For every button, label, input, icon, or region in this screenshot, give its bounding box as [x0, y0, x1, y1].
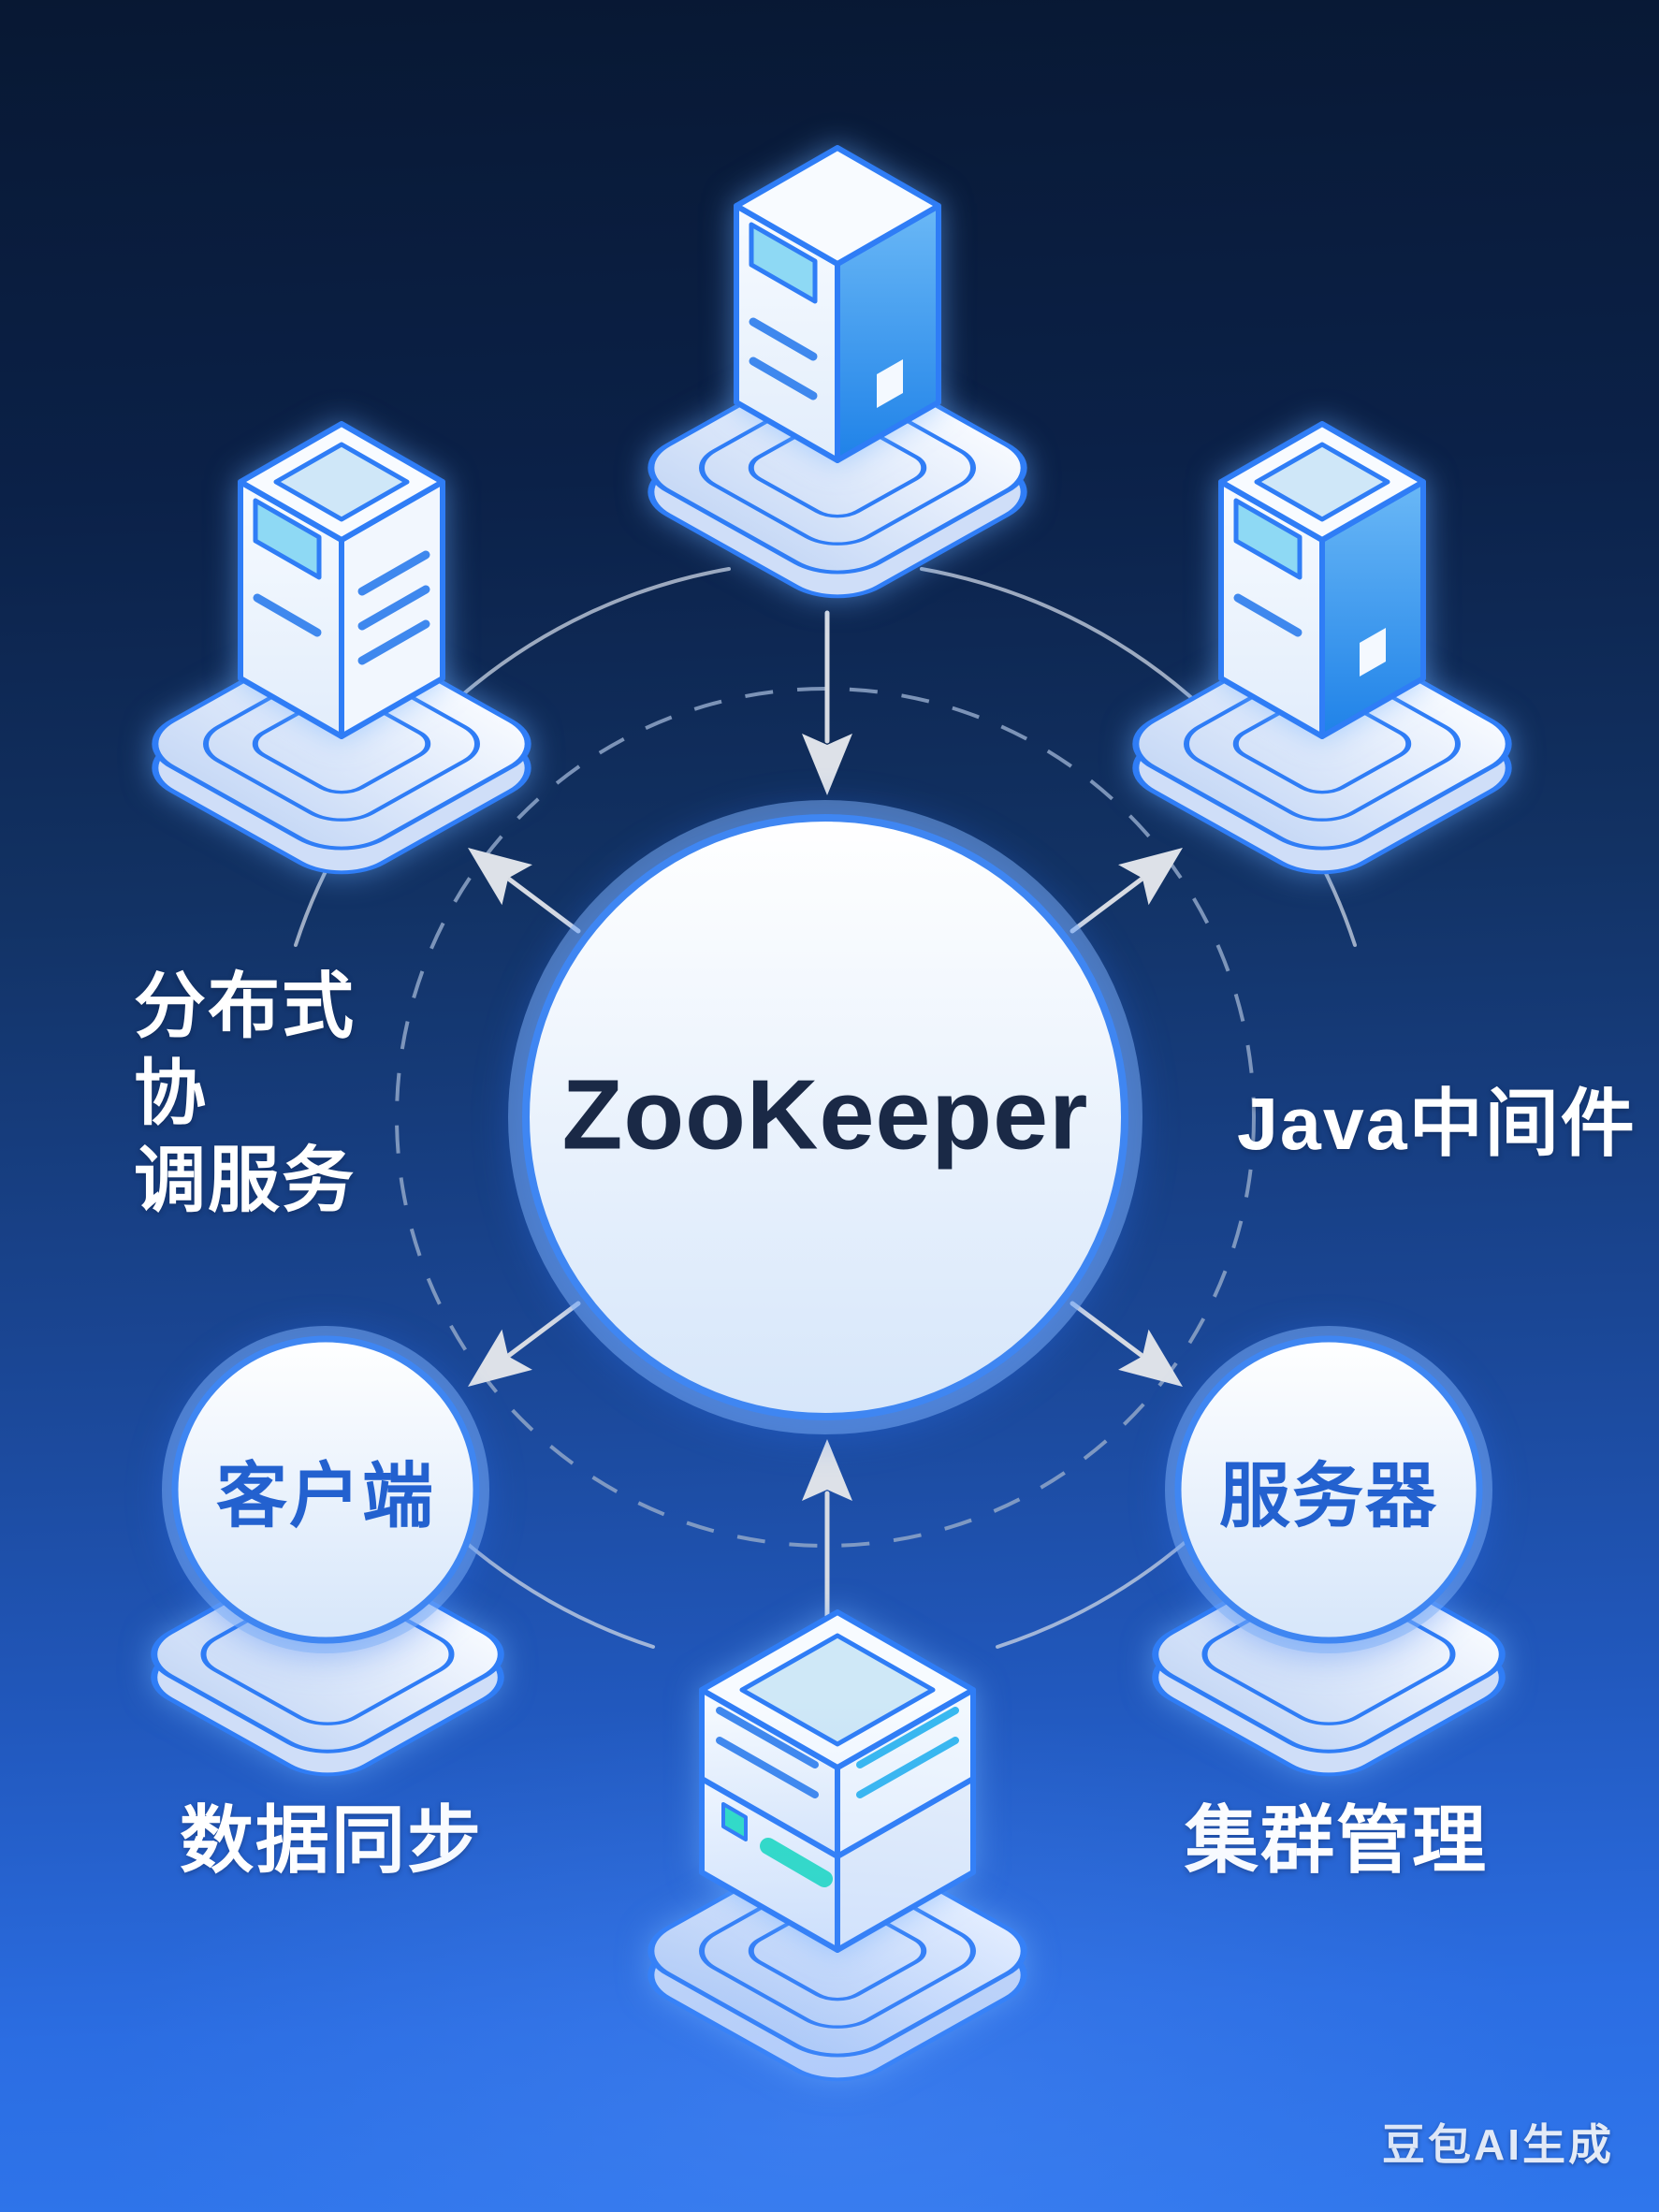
- tower-screen: [749, 222, 818, 304]
- tower-drive-slot: [877, 359, 903, 408]
- client-node-label: 客户端: [216, 1457, 435, 1536]
- caption-java-middleware: Java中间件: [1237, 1082, 1637, 1165]
- client-node-circle: [162, 1326, 489, 1653]
- database-server-icon-bottom: [699, 1609, 976, 1953]
- caption-data-sync: 数据同步: [180, 1798, 483, 1882]
- caption-distributed-coordination: 分布式 协 调服务: [134, 964, 356, 1225]
- caption-line-3: 调服务: [134, 1141, 356, 1221]
- arrow-from-bottom-server: [802, 1439, 852, 1624]
- server-tower-icon-top-left: [238, 421, 445, 739]
- arrow-to-client-node: [468, 1301, 581, 1387]
- db-top-screen: [739, 1633, 936, 1747]
- tower-top-screen: [1254, 442, 1390, 522]
- platform-top: [648, 361, 1027, 599]
- tower-top-screen: [273, 442, 410, 522]
- tower-screen: [253, 498, 322, 580]
- caption-line-2: 协: [134, 1054, 208, 1134]
- caption-line-1: 分布式: [134, 967, 356, 1047]
- tower-top-face: [734, 145, 941, 267]
- tower-screen: [1233, 498, 1302, 580]
- server-tower-icon-top-right: [1218, 421, 1426, 739]
- tower-drive-slot: [1360, 628, 1386, 677]
- arrow-from-top-server: [802, 610, 852, 795]
- center-title: ZooKeeper: [561, 1059, 1089, 1171]
- caption-cluster-management: 集群管理: [1185, 1798, 1488, 1882]
- server-node-label: 服务器: [1219, 1457, 1438, 1536]
- db-led: [721, 1802, 748, 1841]
- arrow-to-server-node: [1070, 1301, 1183, 1387]
- platform-top-left: [152, 637, 531, 875]
- server-tower-icon-top: [734, 145, 941, 463]
- server-node-circle: [1165, 1326, 1492, 1653]
- arrow-to-top-right-server: [1070, 848, 1183, 934]
- platform-top-right: [1132, 637, 1512, 875]
- arrows: [468, 610, 1183, 1624]
- arrow-to-top-left-server: [468, 848, 581, 934]
- ai-watermark: 豆包AI生成: [1382, 2120, 1614, 2169]
- db-teal-bar: [760, 1838, 833, 1887]
- center-circle: [508, 800, 1142, 1434]
